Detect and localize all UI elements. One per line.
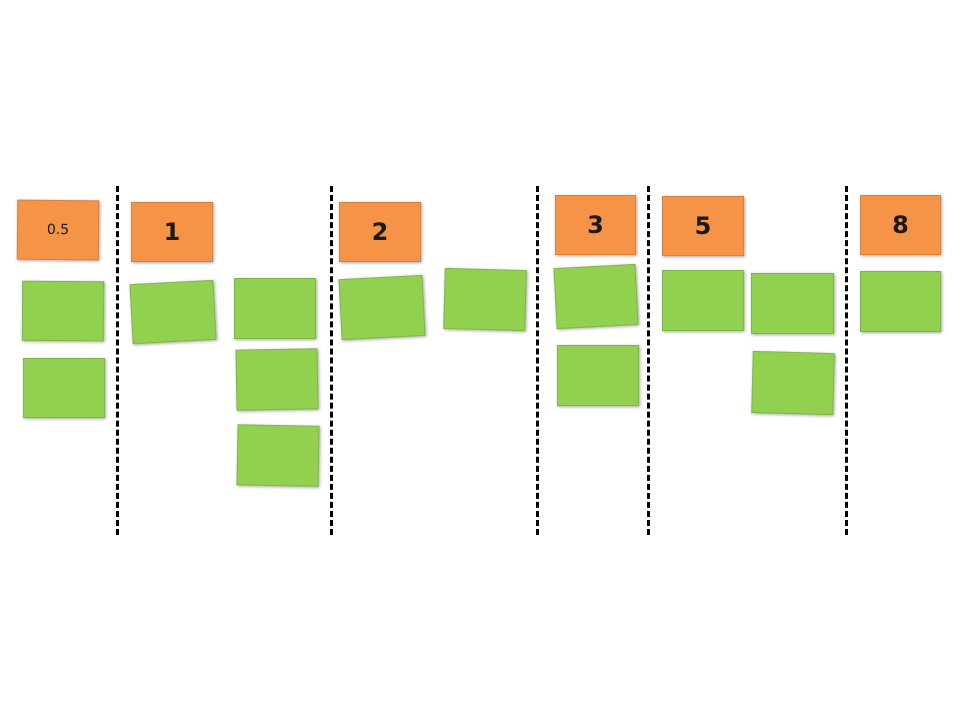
estimate-label: 8 — [892, 211, 909, 239]
estimate-card-5[interactable]: 5 — [662, 196, 744, 256]
estimate-card-2[interactable]: 2 — [339, 202, 421, 262]
story-card[interactable] — [751, 350, 835, 416]
story-card[interactable] — [234, 278, 316, 339]
estimate-label: 5 — [694, 212, 712, 240]
story-card[interactable] — [235, 348, 319, 411]
estimate-card-0-5[interactable]: 0.5 — [16, 199, 100, 261]
column-divider — [116, 186, 119, 535]
estimate-label: 3 — [587, 211, 604, 239]
story-card[interactable] — [662, 270, 744, 331]
estimate-card-8[interactable]: 8 — [860, 195, 941, 255]
story-card[interactable] — [338, 274, 426, 341]
story-card[interactable] — [751, 273, 834, 334]
column-divider — [845, 186, 848, 535]
estimate-card-1[interactable]: 1 — [131, 202, 213, 262]
column-divider — [647, 186, 650, 535]
story-card[interactable] — [553, 263, 639, 330]
estimate-label: 0.5 — [46, 221, 70, 239]
column-divider — [536, 186, 539, 535]
story-card[interactable] — [129, 279, 217, 345]
estimate-card-3[interactable]: 3 — [555, 195, 636, 255]
estimate-label: 2 — [371, 218, 389, 246]
column-divider — [330, 186, 333, 535]
story-card[interactable] — [557, 345, 639, 406]
story-card[interactable] — [860, 271, 941, 332]
story-card[interactable] — [443, 267, 527, 332]
story-card[interactable] — [236, 424, 320, 487]
story-card[interactable] — [21, 280, 105, 342]
story-card[interactable] — [23, 358, 105, 418]
estimate-label: 1 — [163, 218, 181, 246]
